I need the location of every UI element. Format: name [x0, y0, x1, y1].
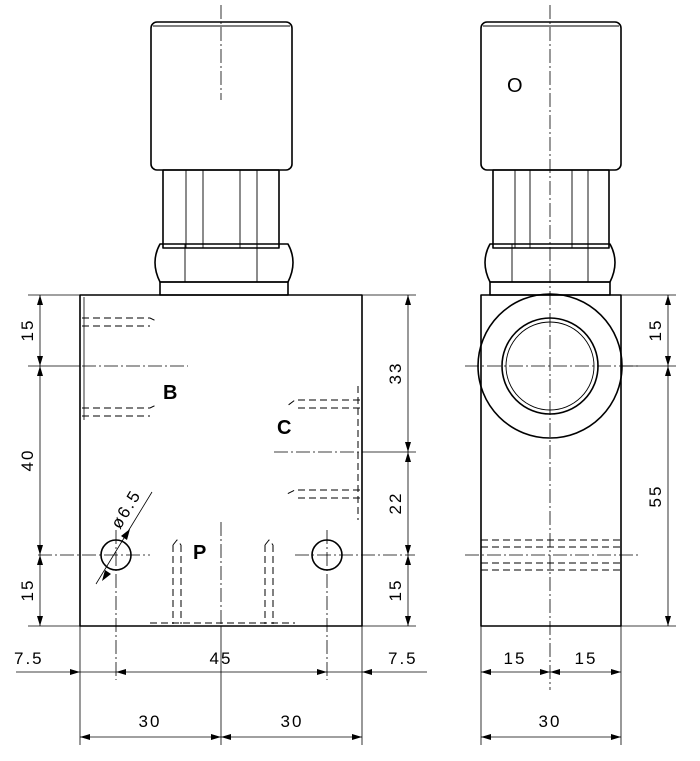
side-dim-bottom-right: 15 — [575, 649, 598, 668]
dim-bottom-left: 7.5 — [14, 649, 44, 668]
side-dim-bottom-left: 15 — [504, 649, 527, 668]
side-knob: O — [480, 5, 622, 690]
front-left-dimensions: 15 40 15 — [18, 294, 80, 627]
side-dim-top: 15 — [646, 319, 665, 342]
port-p-label: P — [193, 542, 206, 564]
dim-bottom-right: 7.5 — [388, 649, 418, 668]
port-b-label: B — [163, 382, 177, 404]
dim-right-top: 33 — [386, 362, 405, 385]
front-mounting-hole-left — [38, 530, 150, 680]
side-dim-total: 30 — [539, 712, 562, 731]
dim-left-bottom: 15 — [18, 579, 37, 602]
dim-total-right: 30 — [281, 712, 304, 731]
side-right-dimensions: 15 55 — [621, 294, 676, 627]
dim-left-middle: 40 — [18, 449, 37, 472]
front-bottom-dimensions: 7.5 45 7.5 — [14, 626, 427, 745]
dim-bottom-center: 45 — [210, 649, 233, 668]
front-mounting-hole-right — [295, 530, 415, 680]
front-body: ø6.5 B C P — [38, 294, 415, 680]
front-total-dimensions: 30 30 — [80, 712, 362, 740]
hole-diameter-callout: ø6.5 — [95, 486, 153, 585]
side-stem — [492, 169, 610, 249]
dim-left-top: 15 — [18, 319, 37, 342]
front-hex-nut — [154, 243, 294, 296]
front-right-dimensions: 33 22 15 — [362, 294, 416, 627]
dim-total-left: 30 — [139, 712, 162, 731]
side-dim-main: 55 — [646, 485, 665, 508]
hole-diameter-label: ø6.5 — [107, 486, 145, 532]
dim-right-bottom: 15 — [386, 579, 405, 602]
side-body — [465, 293, 640, 627]
dim-right-middle: 22 — [386, 492, 405, 515]
front-knob — [150, 21, 293, 171]
front-stem — [162, 5, 280, 249]
side-view: O — [465, 5, 676, 745]
port-c-label: C — [277, 417, 291, 439]
front-view: ø6.5 B C P 15 40 15 — [14, 5, 427, 745]
side-bottom-dimensions: 15 15 30 — [480, 626, 622, 745]
handle-marker: O — [507, 75, 523, 97]
